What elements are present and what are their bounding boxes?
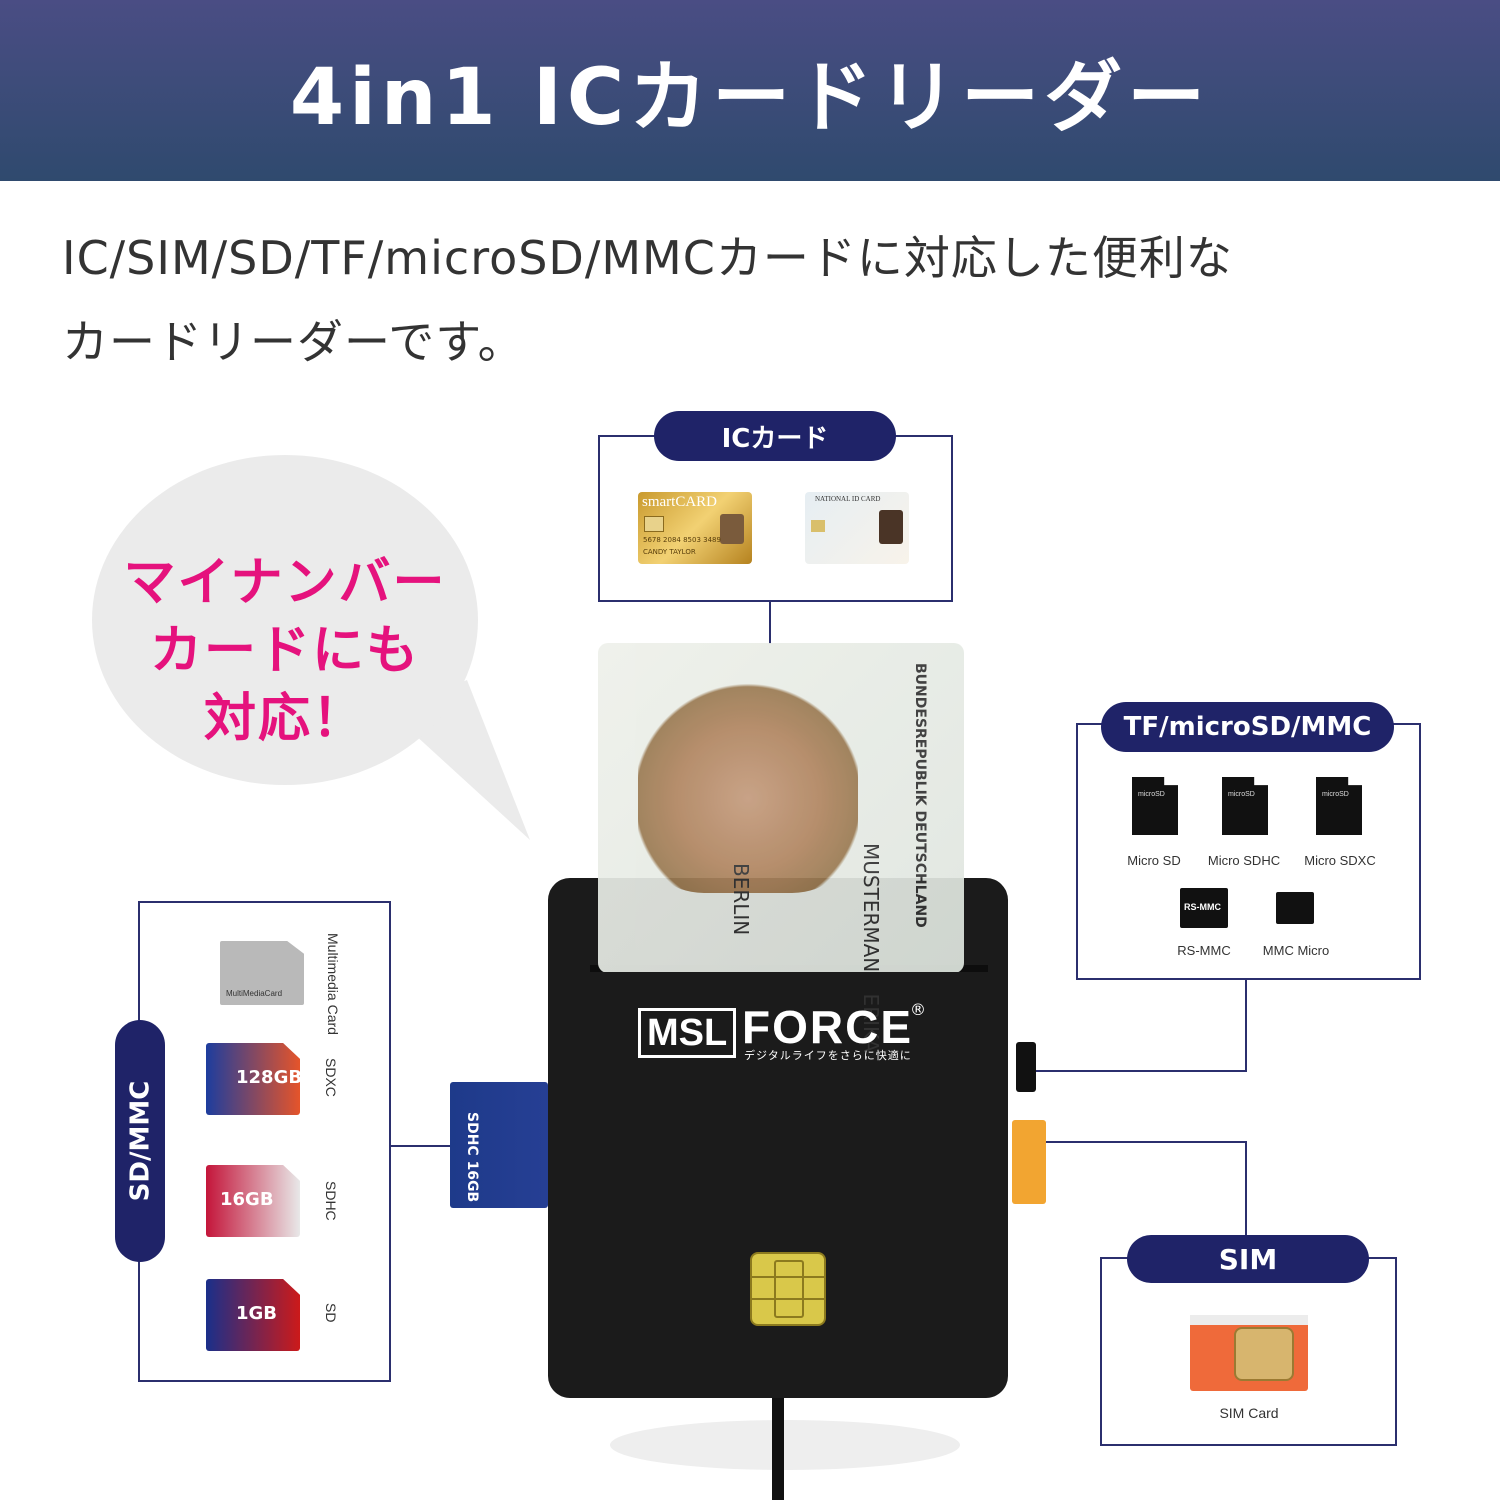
sd-mmc-label: SD/MMC [125, 1080, 156, 1202]
sim-connector-horizontal [1045, 1141, 1247, 1143]
mmc-micro-card-icon [1276, 892, 1314, 924]
tf-frame: microSD microSD microSD Micro SD Micro S… [1076, 723, 1421, 980]
sd-frame: MultiMediaCard 128GB 16GB 1GB Multimedia… [138, 901, 391, 1382]
sim-frame: SIM Card [1100, 1257, 1397, 1446]
national-id-label: NATIONAL ID CARD [815, 495, 881, 503]
sd-caption-sdhc: SDHC [323, 1181, 339, 1221]
ic-card-label: ICカード [654, 411, 896, 461]
inserted-sd-card: SDHC 16GB [450, 1082, 548, 1208]
smart-card-label: smartCARD [642, 494, 717, 510]
usb-cable [772, 1388, 784, 1500]
tf-caption-micro-sdhc: Micro SDHC [1207, 853, 1281, 868]
id-card-country: BUNDESREPUBLIK DEUTSCHLAND [912, 663, 928, 928]
chip-icon [644, 516, 664, 532]
sd-caption-sd: SD [323, 1303, 339, 1323]
sd-connector-line [391, 1145, 451, 1147]
portrait-icon [879, 510, 903, 544]
tf-caption-micro-sd: Micro SD [1127, 853, 1181, 868]
portrait-icon [720, 514, 744, 544]
intro-line-2: カードリーダーです。 [62, 315, 525, 369]
brand-logo-msl: MSL [638, 1008, 737, 1058]
speech-bubble [92, 455, 478, 785]
bubble-line-2: カードにも [149, 621, 420, 681]
sim-chip-icon [1234, 1327, 1294, 1381]
ic-card-frame: smartCARD 5678 2084 8503 3489 CANDY TAYL… [598, 435, 953, 602]
ic-connector-line [769, 602, 771, 644]
id-card-city: BERLIN [729, 863, 753, 936]
brand-logo-force: FORCE [742, 1001, 913, 1053]
micro-sdxc-card-icon: microSD [1316, 777, 1362, 835]
bubble-line-1: マイナンバー [123, 553, 447, 613]
bubble-line-3: 対応！ [203, 689, 366, 749]
micro-sd-card-icon: microSD [1132, 777, 1178, 835]
micro-sd-slot-card [1016, 1042, 1036, 1092]
chip-contact-icon [750, 1252, 826, 1326]
tf-caption-micro-sdxc: Micro SDXC [1304, 853, 1376, 868]
smart-card-name: CANDY TAYLOR [643, 548, 696, 556]
registered-mark: ® [910, 1000, 926, 1019]
banner: 4in1 ICカードリーダー [0, 0, 1500, 181]
tf-label: TF/microSD/MMC [1101, 702, 1394, 752]
sim-card-image [1190, 1315, 1308, 1391]
tf-connector-vertical [1245, 980, 1247, 1072]
sim-caption: SIM Card [1219, 1405, 1279, 1421]
sdhc-card-icon: 16GB [206, 1165, 300, 1237]
smart-card-image: smartCARD 5678 2084 8503 3489 CANDY TAYL… [638, 492, 752, 564]
sd-caption-sdxc: SDXC [323, 1058, 339, 1097]
inserted-id-card: BUNDESREPUBLIK DEUTSCHLAND MUSTERMANN ER… [598, 643, 964, 1052]
device-front-edge [548, 972, 1008, 992]
tf-caption-mmc-micro: MMC Micro [1262, 943, 1330, 958]
chip-icon [811, 520, 825, 532]
tf-connector-horizontal [1036, 1070, 1247, 1072]
sdxc-card-icon: 128GB [206, 1043, 300, 1115]
micro-sdhc-card-icon: microSD [1222, 777, 1268, 835]
rs-mmc-card-icon: RS-MMC [1180, 888, 1228, 928]
sd-caption-multimedia: Multimedia Card [325, 933, 341, 1035]
tf-caption-rs-mmc: RS-MMC [1177, 943, 1231, 958]
brand-tagline: デジタルライフをさらに快適に [744, 1049, 912, 1062]
sim-label: SIM [1127, 1235, 1369, 1283]
inserted-sim-card [1012, 1120, 1046, 1204]
national-id-card-image: NATIONAL ID CARD [805, 492, 909, 564]
sd-mmc-label-pill: SD/MMC [115, 1020, 165, 1262]
intro-line-1: IC/SIM/SD/TF/microSD/MMCカードに対応した便利な [62, 231, 1233, 285]
multimedia-card-icon: MultiMediaCard [220, 941, 304, 1005]
page-title: 4in1 ICカードリーダー [289, 52, 1211, 143]
portrait-photo [638, 683, 858, 893]
sim-connector-vertical [1245, 1141, 1247, 1235]
sd-card-icon: 1GB [206, 1279, 300, 1351]
device-shadow [610, 1420, 960, 1470]
smart-card-digits: 5678 2084 8503 3489 [643, 536, 721, 544]
